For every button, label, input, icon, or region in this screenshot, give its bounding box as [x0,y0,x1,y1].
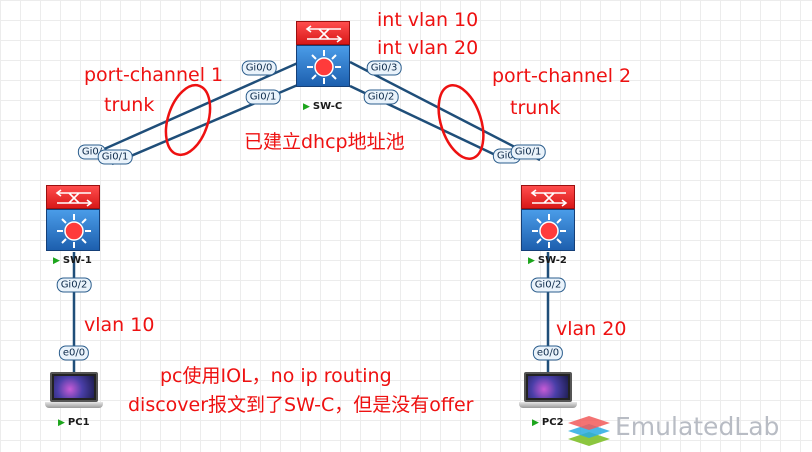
port-sw1-gi01[interactable]: Gi0/1 [97,149,133,165]
port-swc-gi01[interactable]: Gi0/1 [245,89,281,105]
switch-sw-2[interactable] [521,185,575,251]
laptop-base [519,402,577,408]
port-channel-1-ring [164,83,212,157]
switch-bottom-panel [521,209,575,251]
play-icon: ▶ [528,256,535,266]
annotation-vlan10: vlan 10 [84,314,155,336]
switch-arrows-icon [55,189,93,207]
switch-bottom-panel [296,45,350,87]
annotation-trunk-left: trunk [104,94,155,116]
port-channel-2-ring [437,84,485,160]
port-swc-gi02[interactable]: Gi0/2 [363,89,399,105]
annotation-note-line1: pc使用IOL，no ip routing [160,365,392,387]
laptop-base [45,402,103,408]
switch-bottom-panel [46,209,100,251]
port-swc-gi03[interactable]: Gi0/3 [366,60,402,76]
switch-top-panel [521,185,575,209]
port-sw2-gi02[interactable]: Gi0/2 [530,277,566,293]
play-icon: ▶ [532,418,539,428]
switch-top-panel [46,185,100,209]
sw-2-label: ▶SW-2 [528,255,567,266]
switch-arrows-icon [305,25,343,43]
annotation-vlan20: vlan 20 [556,318,627,340]
annotation-int-vlan10: int vlan 10 [377,9,479,31]
annotation-port-channel-2: port-channel 2 [492,65,632,87]
annotation-port-channel-1: port-channel 1 [84,64,224,86]
laptop-screen [524,372,572,402]
switch-router-icon [57,214,91,248]
switch-sw-1[interactable] [46,185,100,251]
laptop-screen [50,372,98,402]
annotation-dhcp-pool: 已建立dhcp地址池 [244,131,405,153]
play-icon: ▶ [303,102,310,112]
annotation-trunk-right: trunk [510,97,561,119]
watermark-text: EmulatedLab [615,412,780,441]
pc1-label: ▶PC1 [58,417,90,428]
switch-top-panel [296,21,350,45]
port-swc-gi00[interactable]: Gi0/0 [241,60,277,76]
port-sw1-gi02[interactable]: Gi0/2 [56,277,92,293]
annotation-int-vlan20: int vlan 20 [377,37,479,59]
pc1-laptop[interactable] [45,372,103,414]
link-swc-sw1-a[interactable] [83,60,301,160]
port-pc1-e00[interactable]: e0/0 [58,345,90,361]
port-sw2-gi01[interactable]: Gi0/1 [510,144,546,160]
sw-1-label: ▶SW-1 [53,255,92,266]
port-pc2-e00[interactable]: e0/0 [532,345,564,361]
sw-c-label: ▶SW-C [303,101,343,112]
link-swc-sw2-a[interactable] [349,60,541,162]
play-icon: ▶ [58,418,65,428]
play-icon: ▶ [53,256,60,266]
pc2-laptop[interactable] [519,372,577,414]
pc2-label: ▶PC2 [532,417,564,428]
emulatedlab-logo-icon [568,416,610,446]
switch-sw-c[interactable] [296,21,350,87]
annotation-note-line2: discover报文到了SW-C，但是没有offer [128,394,474,416]
switch-router-icon [532,214,566,248]
switch-router-icon [307,50,341,84]
switch-arrows-icon [530,189,568,207]
